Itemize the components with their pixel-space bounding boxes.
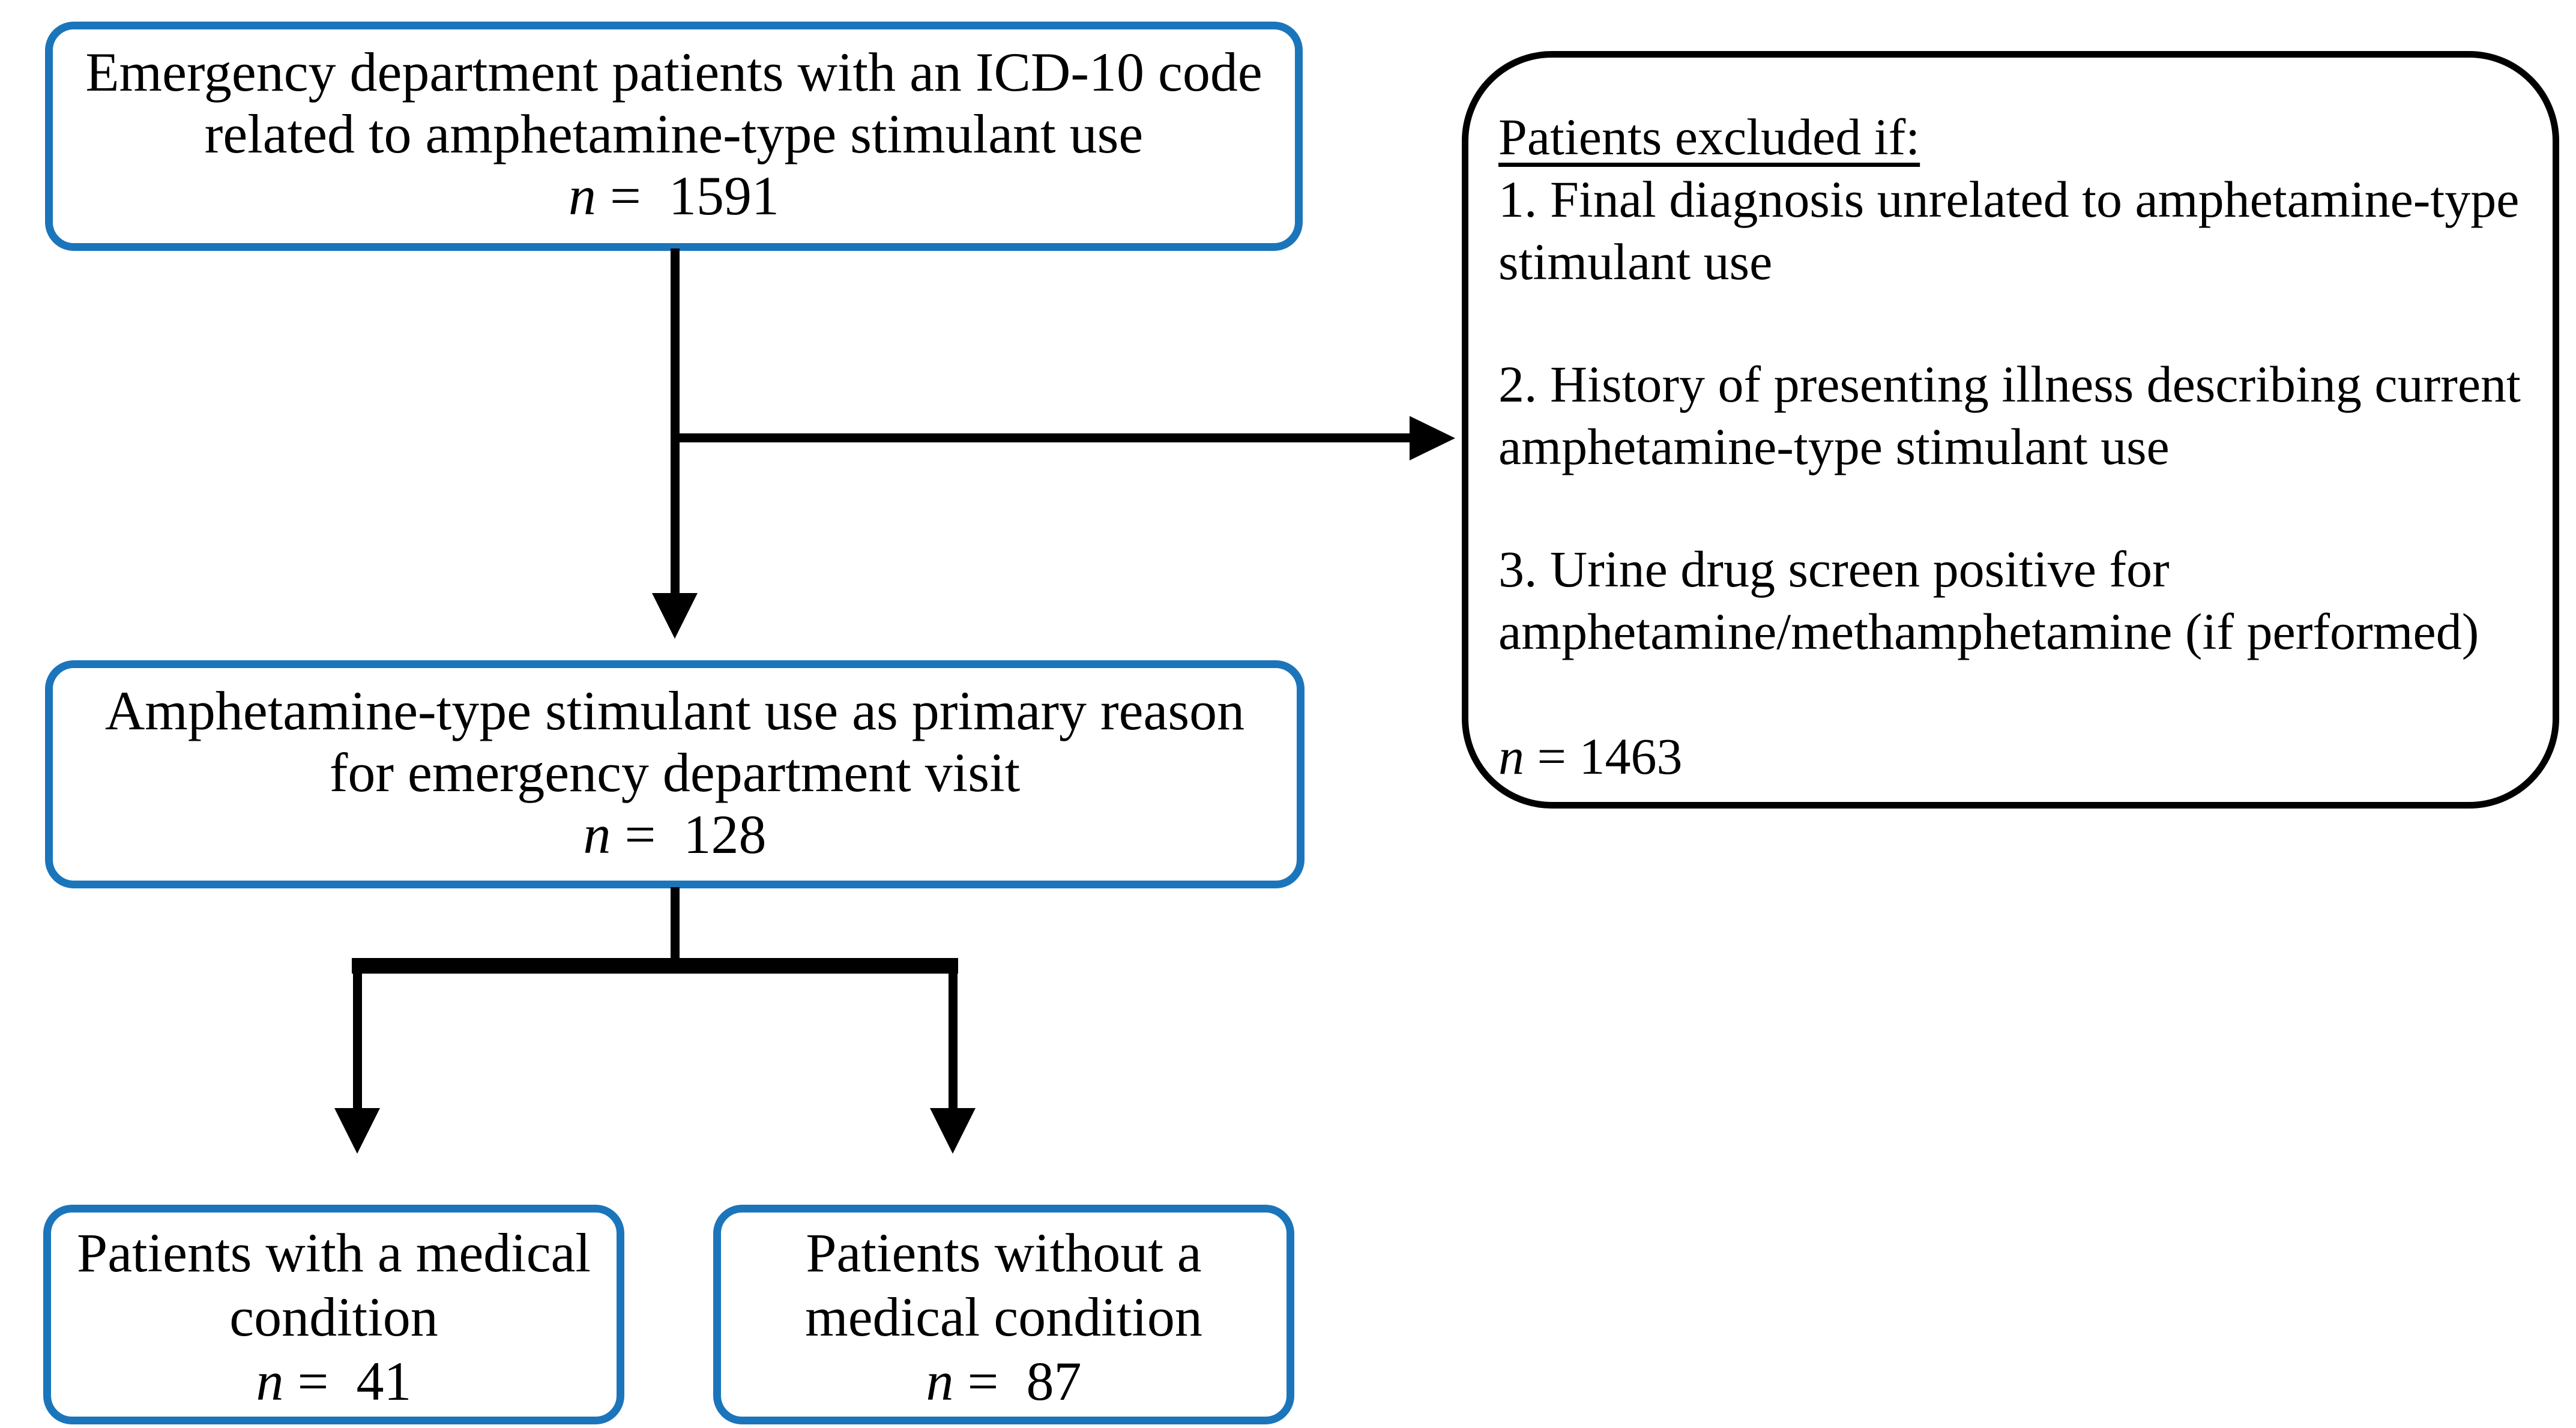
connector-split-bar — [352, 958, 958, 974]
equals-sign: = — [283, 1351, 357, 1412]
equals-sign: = — [953, 1351, 1027, 1412]
count-line: n = 41 — [51, 1349, 617, 1414]
count-line: n = 1463 — [1498, 725, 2535, 788]
count-line: n = 87 — [721, 1349, 1286, 1414]
count-line: n = 1591 — [53, 165, 1295, 227]
box-text-line: amphetamine/methamphetamine (if performe… — [1498, 603, 2479, 660]
primary-reason-box: Amphetamine-type stimulant use as primar… — [45, 660, 1305, 888]
count-variable: n — [256, 1351, 284, 1412]
box-text-line: Emergency department patients with an IC… — [85, 41, 1262, 103]
no-medical-condition-box: Patients without a medical condition n =… — [713, 1205, 1294, 1424]
equals-sign: = — [611, 804, 684, 865]
count-variable: n — [1498, 728, 1524, 785]
count-value: 87 — [1026, 1351, 1082, 1412]
box-text-line: related to amphetamine-type stimulant us… — [204, 103, 1144, 164]
box-text-line: 3. Urine drug screen positive for — [1498, 540, 2170, 598]
connector-to-no-medical — [949, 958, 958, 1109]
count-value: 1591 — [668, 165, 779, 226]
count-variable: n — [926, 1351, 954, 1412]
connector-primary-stem — [671, 887, 680, 962]
count-variable: n — [583, 804, 611, 865]
count-value: 128 — [683, 804, 767, 865]
count-line: n = 128 — [53, 804, 1297, 866]
box-text-line: 2. History of presenting illness describ… — [1498, 355, 2521, 413]
eligible-patients-box: Emergency department patients with an IC… — [45, 22, 1303, 251]
equals-sign: = — [1524, 728, 1579, 785]
box-text-line: Amphetamine-type stimulant use as primar… — [104, 680, 1245, 741]
exclusion-title: Patients excluded if: — [1498, 108, 1920, 166]
arrowhead-right — [1410, 416, 1455, 460]
arrowhead-down — [652, 593, 698, 639]
box-text-line: Patients without a — [806, 1222, 1202, 1283]
exclusion-item: 1. Final diagnosis unrelated to amphetam… — [1498, 168, 2535, 293]
box-text-line: 1. Final diagnosis unrelated to amphetam… — [1498, 170, 2520, 228]
box-text-line: amphetamine-type stimulant use — [1498, 418, 2170, 475]
box-text-line: condition — [229, 1286, 438, 1348]
box-text-line: stimulant use — [1498, 233, 1773, 291]
box-text-line: medical condition — [805, 1286, 1202, 1348]
box-text-line: Patients with a medical — [77, 1222, 591, 1283]
arrowhead-down — [930, 1108, 976, 1154]
excluded-patients-box: Patients excluded if: 1. Final diagnosis… — [1462, 51, 2559, 809]
count-value: 41 — [356, 1351, 412, 1412]
equals-sign: = — [596, 165, 669, 226]
box-text-line: for emergency department visit — [329, 742, 1021, 803]
connector-to-medical — [353, 958, 362, 1109]
exclusion-item: 3. Urine drug screen positive for amphet… — [1498, 538, 2535, 663]
count-value: 1463 — [1579, 728, 1683, 785]
medical-condition-box: Patients with a medical condition n = 41 — [43, 1205, 624, 1424]
arrowhead-down — [334, 1108, 380, 1154]
connector-eligible-to-primary — [671, 249, 680, 594]
connector-to-excluded — [671, 433, 1411, 442]
count-variable: n — [569, 165, 597, 226]
exclusion-item: 2. History of presenting illness describ… — [1498, 353, 2535, 478]
